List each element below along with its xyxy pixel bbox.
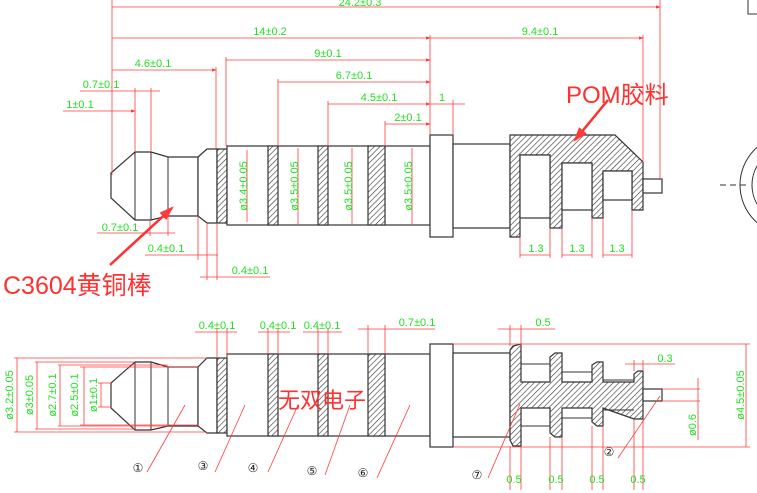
dim-6-7: 6.7±0.1 <box>336 70 373 82</box>
dim-14: 14±0.2 <box>253 26 287 38</box>
dia-3-5-b: ø3.5±0.05 <box>343 161 355 210</box>
dim-0-4-c: 0.4±0.1 <box>304 320 341 332</box>
dia-3-4: ø3.4±0.05 <box>238 161 250 210</box>
dim-0-4-lower-a: 0.4±0.1 <box>148 243 185 255</box>
dim-0-3: 0.3 <box>657 353 672 365</box>
dia-1: ø1±0.1 <box>88 378 100 412</box>
dim-1-3-c: 1.3 <box>609 243 624 255</box>
dia-2-7: ø2.7±0.1 <box>47 373 59 416</box>
dim-0-7: 0.7±0.1 <box>83 79 120 91</box>
dia-4-5: ø4.5±0.05 <box>735 370 747 419</box>
watermark: 无双电子 <box>278 388 366 413</box>
dim-0-7-b: 0.7±0.1 <box>399 317 436 329</box>
dia-3-5-c: ø3.5±0.05 <box>403 161 415 210</box>
dia-3: ø3±0.05 <box>24 375 36 415</box>
dim-4-5: 4.5±0.1 <box>361 92 398 104</box>
pom-material-label: POM胶料 <box>566 82 669 109</box>
dim-0-4-b: 0.4±0.1 <box>260 320 297 332</box>
dim-0-4-a: 0.4±0.1 <box>199 320 236 332</box>
part-callouts: ① ③ ④ ⑤ ⑥ ⑦ ② <box>133 445 615 482</box>
dim-0-4-lower-b: 0.4±0.1 <box>232 265 269 277</box>
callout-6: ⑥ <box>358 466 369 480</box>
callout-1: ① <box>133 461 144 475</box>
callout-2: ② <box>604 445 615 459</box>
callout-7: ⑦ <box>472 468 483 482</box>
dim-2: 2±0.1 <box>394 112 421 124</box>
dia-3-2: ø3.2±0.05 <box>4 370 16 419</box>
top-dimension-lines <box>63 0 661 280</box>
dim-0-5-a: 0.5 <box>506 474 521 486</box>
dim-4-6: 4.6±0.1 <box>135 58 172 70</box>
dim-24-2: 24.2±0.3 <box>339 0 382 9</box>
callout-4: ④ <box>248 461 259 475</box>
top-dimension-labels: 24.2±0.3 14±0.2 9.4±0.1 9±0.1 4.6±0.1 6.… <box>66 0 624 277</box>
dia-2-5: ø2.5±0.1 <box>69 373 81 416</box>
material-annotations: POM胶料 C3604黄铜棒 <box>3 82 669 300</box>
dim-0-5-b: 0.5 <box>548 474 563 486</box>
callout-5: ⑤ <box>307 464 318 478</box>
dim-1-3-a: 1.3 <box>528 243 543 255</box>
dim-1: 1±0.1 <box>66 99 93 111</box>
brass-material-label: C3604黄铜棒 <box>3 272 152 300</box>
dim-9: 9±0.1 <box>314 48 341 60</box>
dim-9-4: 9.4±0.1 <box>522 26 559 38</box>
dim-0-5-c: 0.5 <box>589 474 604 486</box>
callout-3: ③ <box>198 459 209 473</box>
top-plug-drawing <box>110 0 757 238</box>
bottom-dimension-lines <box>14 325 750 490</box>
dim-0-5-d: 0.5 <box>630 474 645 486</box>
bottom-dimension-labels: 0.4±0.1 0.4±0.1 0.4±0.1 0.7±0.1 0.5 ø3.2… <box>4 317 747 486</box>
dim-1-flange: 1 <box>439 92 445 104</box>
dim-0-7-lower: 0.7±0.1 <box>102 222 139 234</box>
dia-3-5-a: ø3.5±0.05 <box>289 161 301 210</box>
dim-1-3-b: 1.3 <box>569 243 584 255</box>
bottom-plug-drawing <box>110 343 663 448</box>
dia-0-6: ø0.6 <box>687 414 699 436</box>
dim-0-5-top: 0.5 <box>535 317 550 329</box>
